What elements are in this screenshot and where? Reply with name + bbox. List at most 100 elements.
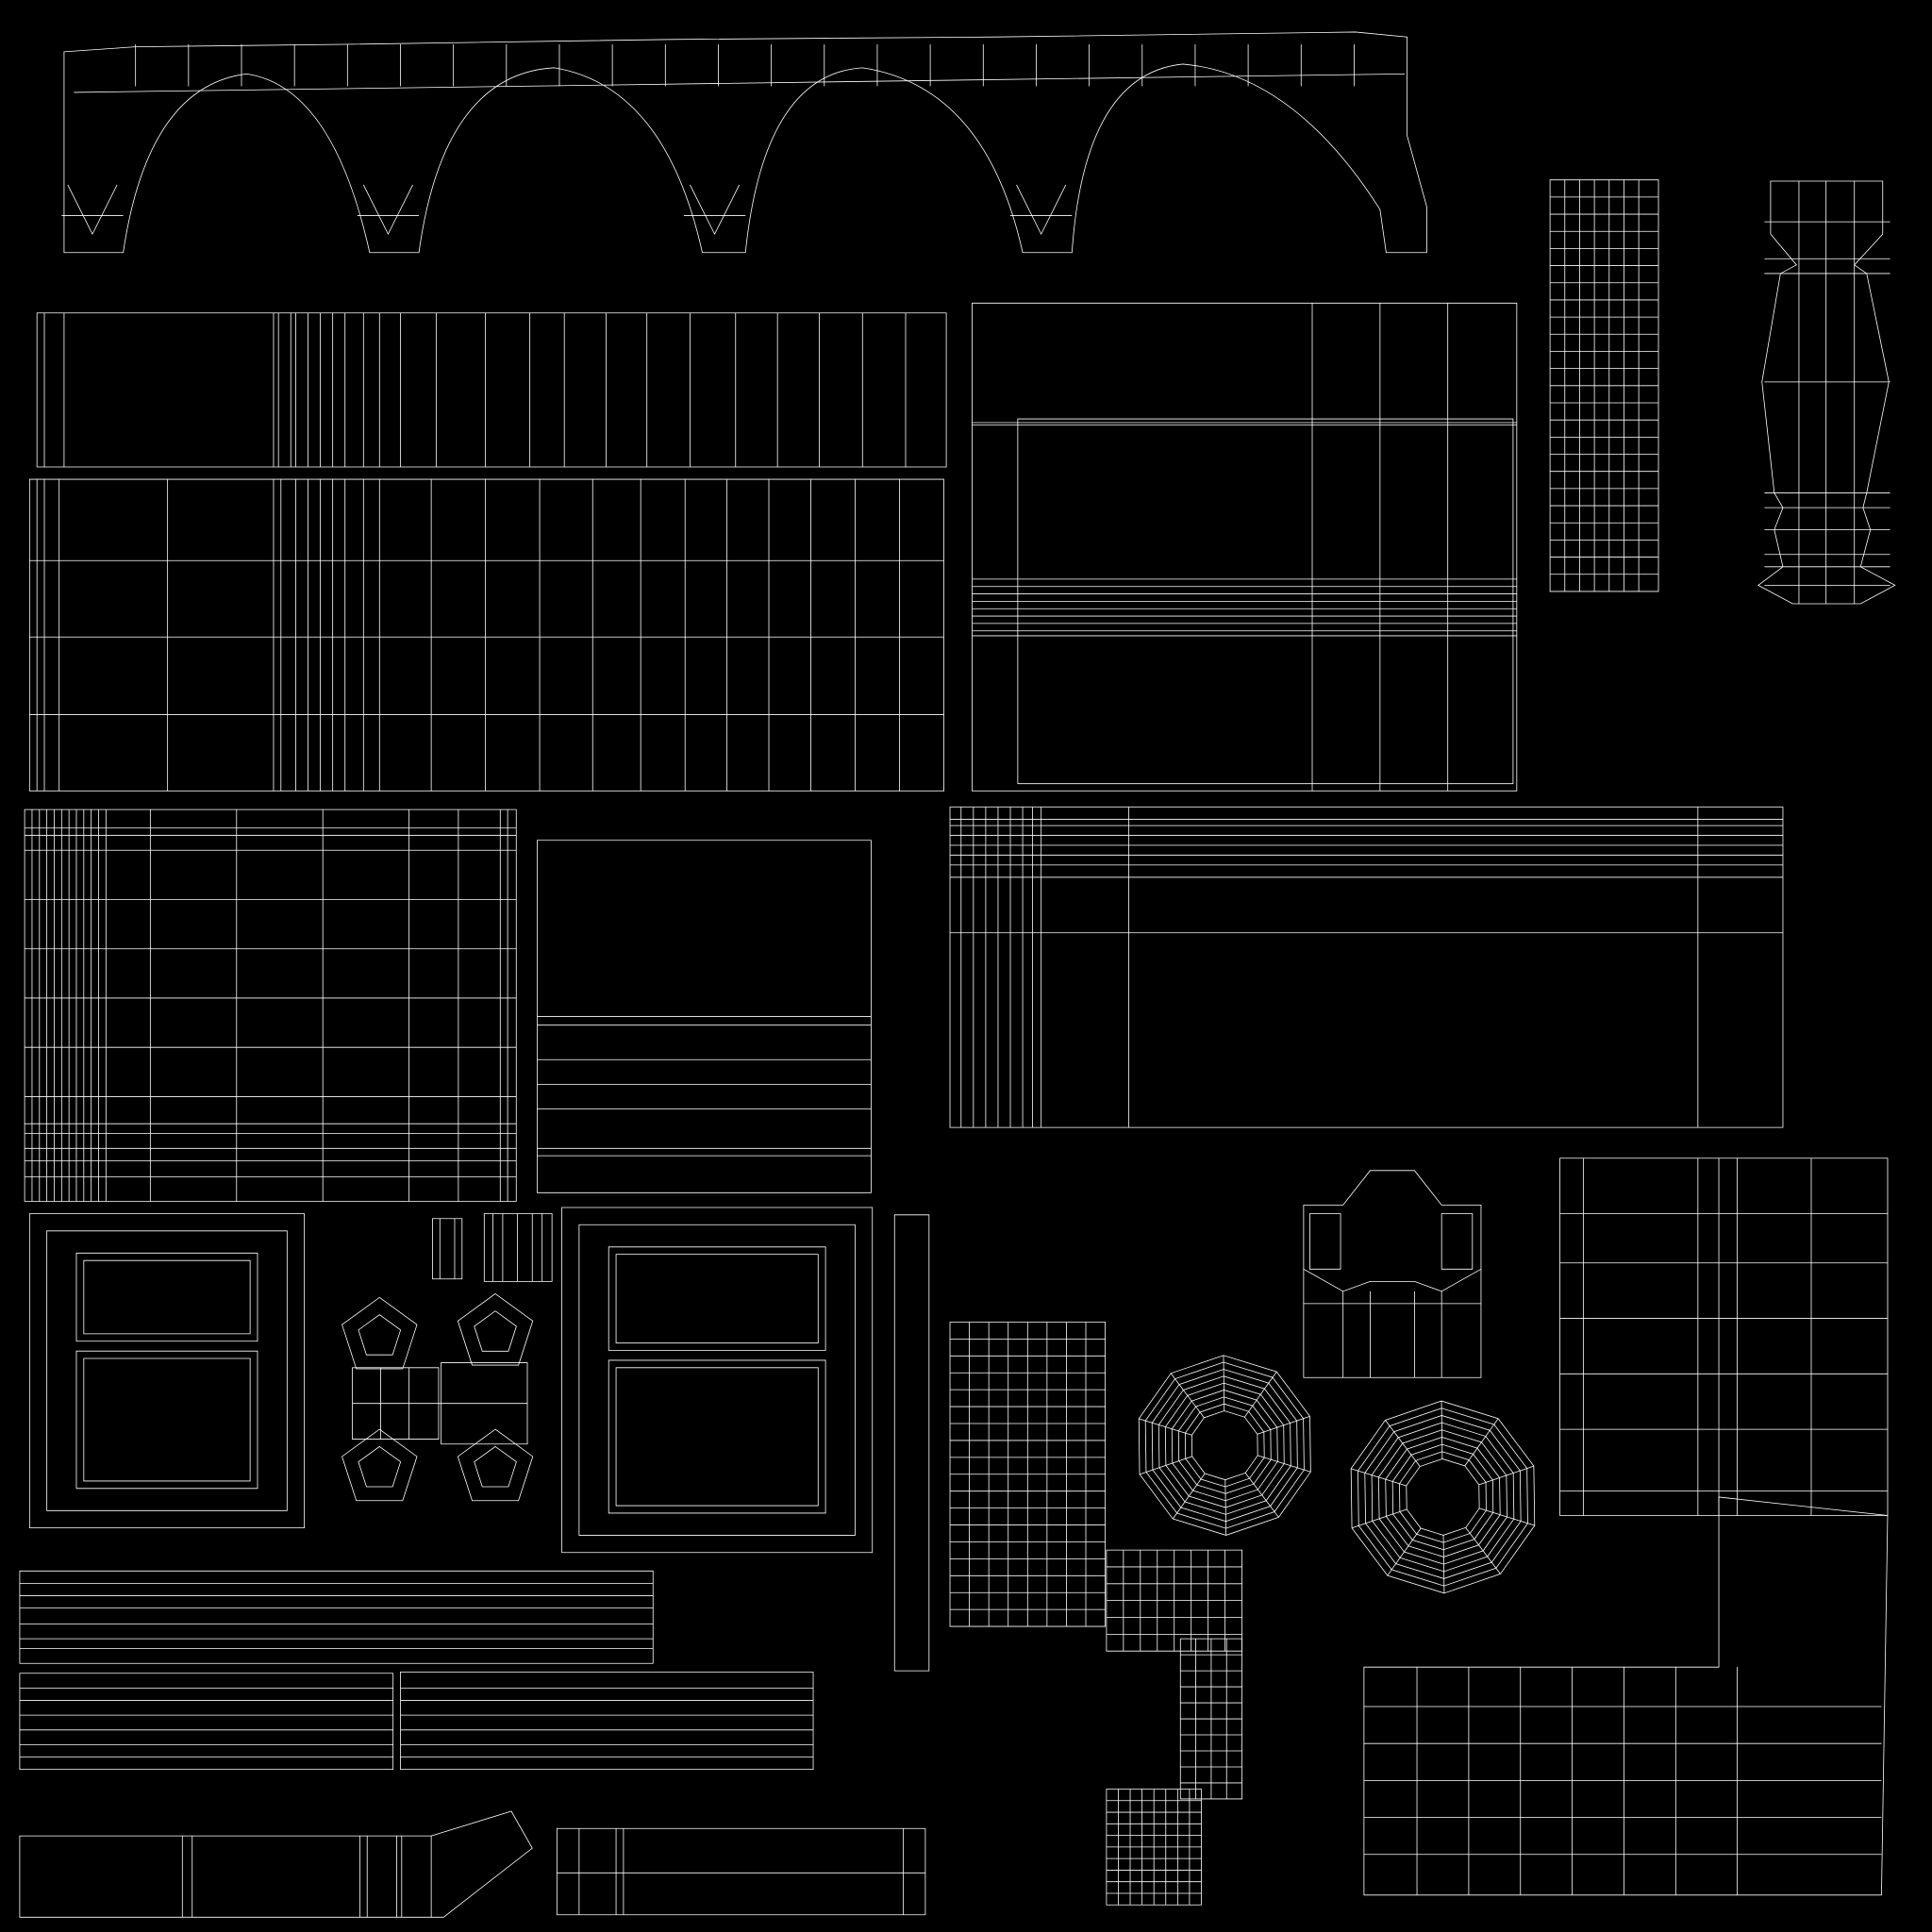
ring-loop [1139, 1356, 1310, 1536]
edge [684, 185, 745, 234]
stair-grid-lower [1107, 1550, 1242, 1651]
edge [1466, 1527, 1501, 1574]
bend-outline [431, 1811, 532, 1917]
small-bar-b [484, 1214, 552, 1282]
rail-piece-2 [557, 1828, 925, 1914]
pentagon-inner [358, 1315, 401, 1356]
ring-loop [1357, 1408, 1527, 1586]
pane-inner [84, 1260, 250, 1334]
island-outline [400, 1672, 813, 1769]
pane-outline [608, 1360, 825, 1513]
window-left [29, 1214, 304, 1528]
island-outline [29, 479, 943, 791]
island-outline [484, 1214, 552, 1282]
stair-panel [537, 841, 871, 1193]
rail-piece [20, 1811, 532, 1917]
ring-loop [1365, 1415, 1521, 1578]
island-outline [20, 1571, 653, 1663]
edge [1010, 185, 1072, 234]
stair-grid-side [1180, 1639, 1241, 1799]
ring-loop [1172, 1390, 1277, 1500]
ring-loop [1178, 1397, 1271, 1493]
island-outline [950, 808, 1783, 1128]
edge [1257, 1416, 1310, 1434]
edge [1479, 1466, 1534, 1485]
frame-outline [47, 1231, 288, 1510]
edge [1443, 1535, 1444, 1592]
island-outline [37, 313, 946, 467]
pentagon-group [342, 1293, 533, 1500]
stair-grid-bottom [1107, 1789, 1202, 1905]
trim-strip-3 [400, 1672, 813, 1769]
pentagon-inner [475, 1311, 517, 1352]
ledge-panel [950, 808, 1783, 1128]
baluster-island [1758, 181, 1895, 604]
island-outline [64, 32, 1427, 253]
window-right [562, 1208, 873, 1553]
island-outline [1364, 1497, 1888, 1895]
island-outline [562, 1208, 873, 1553]
pane-inner [616, 1255, 818, 1343]
ring-loop [1191, 1411, 1257, 1480]
island-outline [1304, 1171, 1481, 1377]
ring-loop [1378, 1430, 1507, 1564]
corner-wall-lower [1364, 1497, 1888, 1895]
ring-loop [1386, 1437, 1500, 1557]
edge [1479, 1508, 1535, 1525]
edge [1351, 1469, 1407, 1486]
arch-island [61, 32, 1426, 253]
island-outline [1560, 1158, 1888, 1516]
pentagon-outline [458, 1429, 532, 1501]
ring-loop [1185, 1404, 1264, 1487]
island-outline [25, 809, 516, 1201]
cap-island [1304, 1171, 1481, 1377]
wall-panel-right [973, 303, 1517, 791]
edge [1171, 1374, 1204, 1418]
edge [1225, 1480, 1226, 1536]
pane-outline [76, 1253, 258, 1341]
edge [1257, 1456, 1310, 1472]
island-outline [20, 1674, 393, 1770]
pentagon-inner [475, 1446, 517, 1487]
ring-loop [1165, 1383, 1284, 1507]
edge [1245, 1473, 1278, 1517]
inner-outline [1018, 419, 1513, 784]
edge [1139, 1419, 1191, 1435]
edge [1352, 1509, 1407, 1528]
edge [1385, 1420, 1420, 1466]
island-outline [973, 303, 1517, 791]
island-outline [1758, 181, 1895, 604]
wall-strip-top [37, 313, 946, 467]
ring-right [1351, 1401, 1535, 1593]
inset [1441, 1214, 1473, 1270]
ring-left [1139, 1356, 1310, 1536]
pentagon-outline [458, 1293, 532, 1365]
pane-inner [616, 1368, 818, 1506]
small-bar-a [432, 1219, 461, 1279]
island-outline [557, 1828, 925, 1914]
trim-strip-2 [20, 1674, 393, 1770]
ring-loop [1399, 1452, 1486, 1542]
edge [358, 185, 419, 234]
pane-outline [608, 1247, 825, 1351]
inset [1309, 1214, 1341, 1270]
ring-loop [1407, 1458, 1479, 1535]
edge [1244, 1372, 1276, 1417]
column-grid [1550, 180, 1658, 591]
ring-loop [1392, 1444, 1493, 1550]
trim-strip-1 [20, 1571, 653, 1663]
pentagon-outline [342, 1429, 417, 1501]
edge [1140, 1457, 1192, 1474]
island-outline [432, 1219, 461, 1279]
pane-outline [76, 1351, 258, 1489]
edge [1388, 1528, 1421, 1575]
ring-loop [1145, 1362, 1304, 1528]
island-outline [29, 1214, 304, 1528]
ring-loop [1152, 1369, 1297, 1521]
pentagon-inner [358, 1446, 401, 1487]
edge [74, 74, 1405, 92]
corner-wall-upper [1560, 1158, 1888, 1516]
pentagon-outline [342, 1297, 417, 1369]
frame-outline [579, 1224, 856, 1535]
